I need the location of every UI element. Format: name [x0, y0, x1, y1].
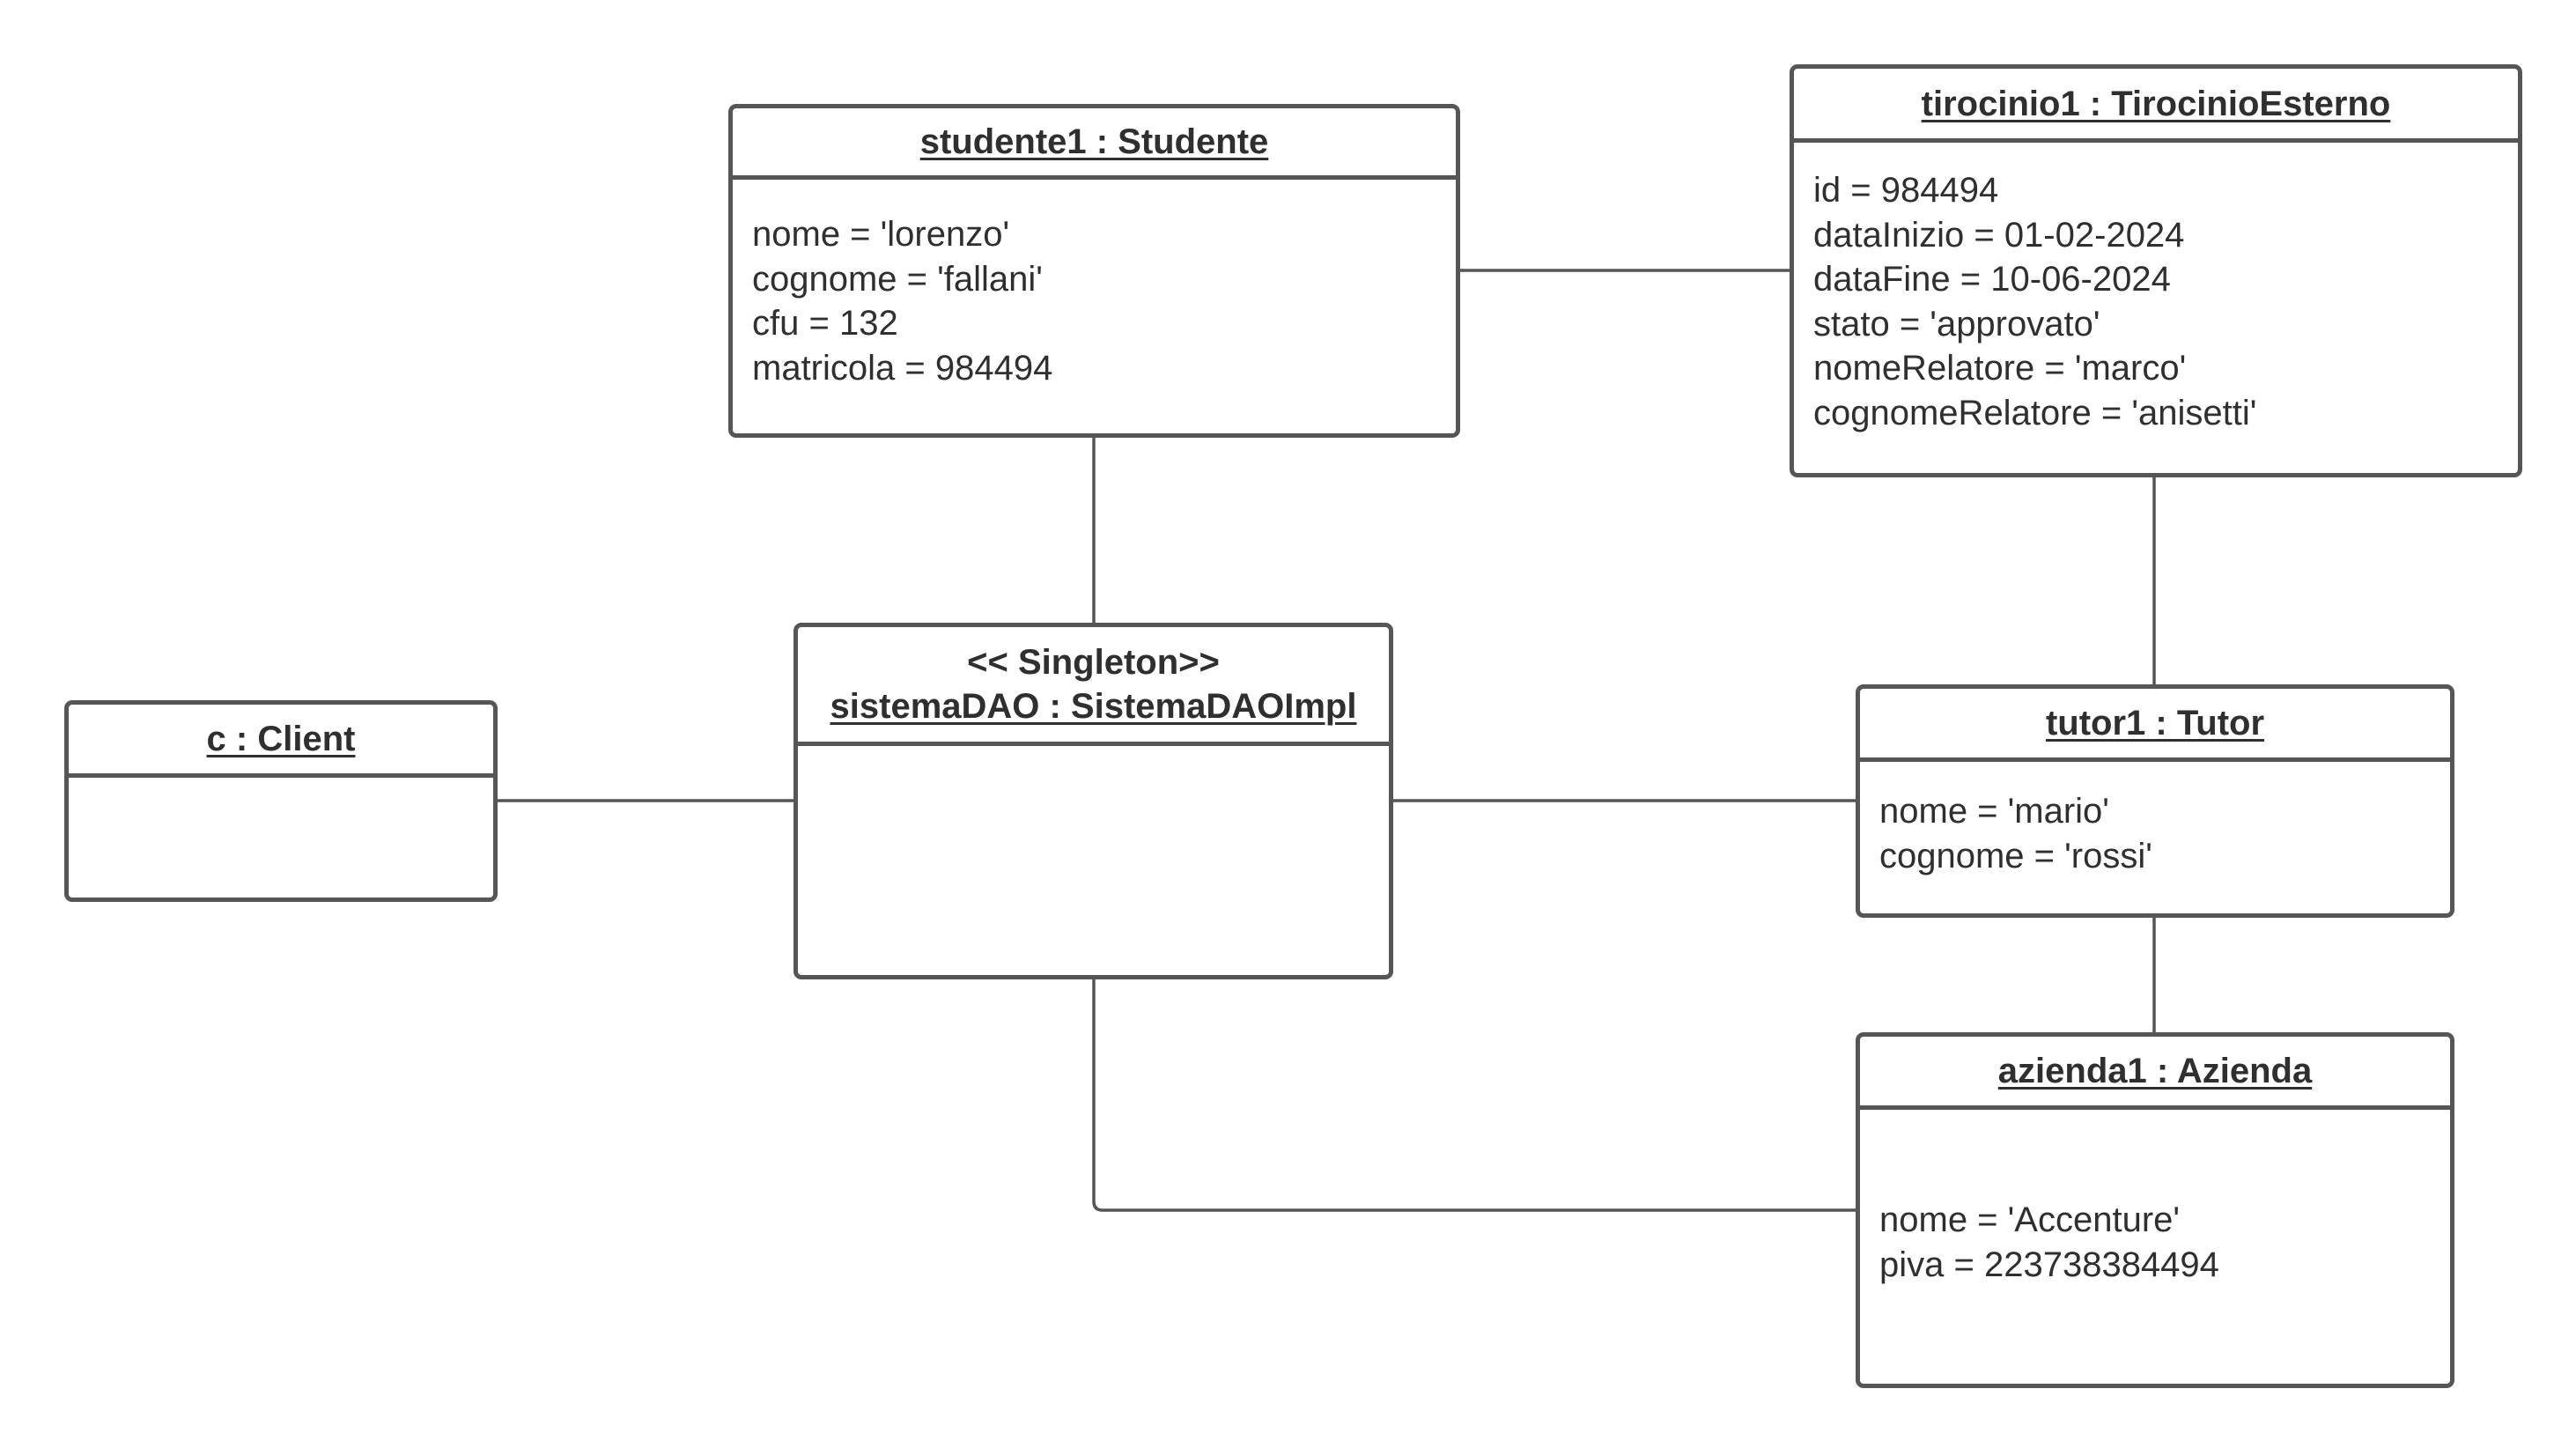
object-studente[interactable]: studente1 : Studente nome = 'lorenzo' co…	[728, 104, 1460, 438]
attribute: nome = 'lorenzo'	[752, 215, 1010, 254]
object-tutor[interactable]: tutor1 : Tutor nome = 'mario' cognome = …	[1856, 684, 2454, 918]
object-header: c : Client	[69, 705, 493, 778]
object-header: << Singleton>> sistemaDAO : SistemaDAOIm…	[798, 627, 1389, 746]
attribute: nomeRelatore = 'marco'	[1813, 349, 2187, 388]
object-stereotype: << Singleton>>	[967, 643, 1220, 682]
attribute-list: nome = 'lorenzo' cognome = 'fallani' cfu…	[752, 212, 1052, 390]
object-header: tirocinio1 : TirocinioEsterno	[1794, 69, 2518, 143]
attribute: nome = 'Accenture'	[1879, 1201, 2181, 1239]
object-title: studente1 : Studente	[919, 122, 1269, 161]
object-title: sistemaDAO : SistemaDAOImpl	[830, 687, 1357, 726]
object-title: azienda1 : Azienda	[1997, 1052, 2313, 1090]
attribute: cognome = 'rossi'	[1879, 836, 2152, 875]
attribute-list: nome = 'mario' cognome = 'rossi'	[1879, 789, 2152, 878]
attribute-list: nome = 'Accenture' piva = 223738384494	[1879, 1198, 2219, 1287]
attribute-list: id = 984494 dataInizio = 01-02-2024 data…	[1813, 168, 2256, 435]
attribute: dataFine = 10-06-2024	[1813, 260, 2171, 299]
object-azienda[interactable]: azienda1 : Azienda nome = 'Accenture' pi…	[1856, 1032, 2454, 1388]
attribute: cfu = 132	[752, 304, 898, 343]
object-title: tutor1 : Tutor	[2045, 704, 2265, 742]
attribute: dataInizio = 01-02-2024	[1813, 215, 2185, 255]
attribute: piva = 223738384494	[1879, 1245, 2219, 1284]
object-client[interactable]: c : Client	[64, 700, 498, 902]
object-header: azienda1 : Azienda	[1860, 1037, 2450, 1110]
attribute: cognome = 'fallani'	[752, 259, 1043, 299]
object-header: studente1 : Studente	[733, 108, 1456, 180]
attribute: cognomeRelatore = 'anisetti'	[1813, 393, 2257, 432]
attribute: id = 984494	[1813, 171, 1999, 210]
object-title: tirocinio1 : TirocinioEsterno	[1921, 84, 2391, 123]
attribute: matricola = 984494	[752, 348, 1053, 388]
object-sistema-dao[interactable]: << Singleton>> sistemaDAO : SistemaDAOIm…	[793, 623, 1393, 979]
object-header: tutor1 : Tutor	[1860, 689, 2450, 762]
link-sistema-azienda	[1092, 978, 1857, 1212]
attribute: stato = 'approvato'	[1813, 304, 2100, 344]
object-tirocinio[interactable]: tirocinio1 : TirocinioEsterno id = 98449…	[1790, 64, 2522, 477]
object-title: c : Client	[206, 720, 356, 758]
attribute: nome = 'mario'	[1879, 792, 2109, 831]
